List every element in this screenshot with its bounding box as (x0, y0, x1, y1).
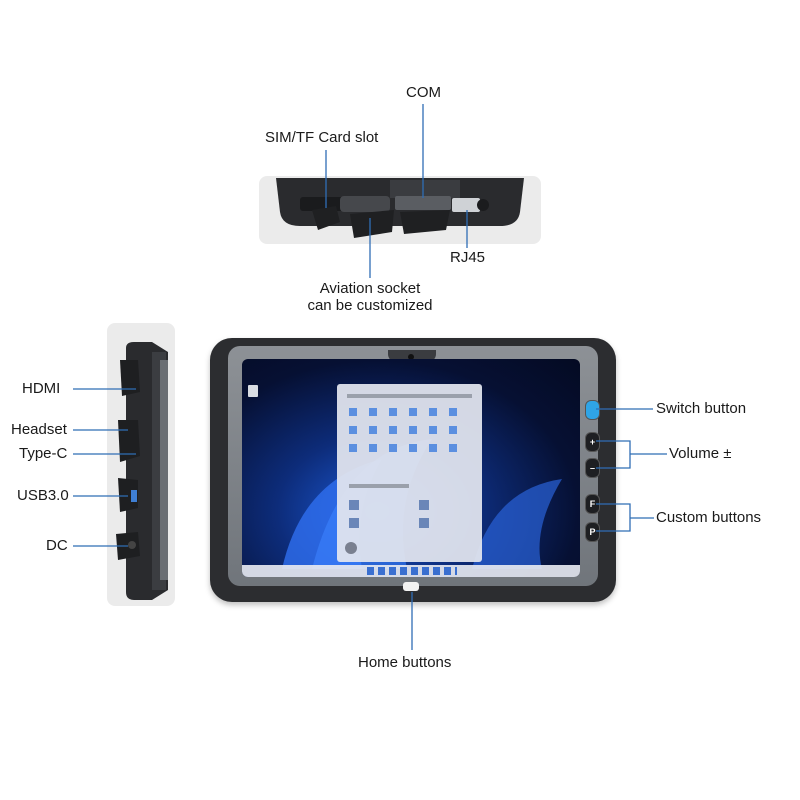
volume-down-button[interactable]: – (585, 458, 600, 478)
label-custom-buttons: Custom buttons (656, 509, 762, 526)
p-label: P (589, 527, 596, 537)
tablet-screen (242, 359, 580, 577)
taskbar (242, 565, 580, 577)
label-rj45: RJ45 (450, 249, 486, 266)
recycle-bin-icon (248, 385, 258, 397)
label-dc: DC (46, 537, 68, 554)
label-type-c: Type-C (19, 445, 68, 462)
volume-up-button[interactable]: + (585, 432, 600, 452)
label-headset: Headset (11, 421, 67, 438)
label-aviation-socket: Aviation socket can be customized (290, 280, 450, 314)
label-aviation-line2: can be customized (307, 297, 433, 314)
label-hdmi: HDMI (22, 380, 61, 397)
label-usb3: USB3.0 (17, 487, 69, 504)
label-aviation-line1: Aviation socket (319, 280, 421, 297)
label-com: COM (406, 84, 441, 101)
label-sim-slot: SIM/TF Card slot (265, 129, 379, 146)
start-menu (337, 384, 482, 562)
camera-icon (408, 354, 414, 360)
top-view-panel (259, 176, 541, 244)
plus-label: + (589, 437, 596, 447)
f-label: F (589, 499, 596, 509)
label-switch-button: Switch button (656, 400, 747, 417)
switch-button[interactable] (585, 400, 600, 420)
label-volume: Volume ± (669, 445, 732, 462)
custom-button-p[interactable]: P (585, 522, 600, 542)
side-view-panel (107, 323, 175, 606)
custom-button-f[interactable]: F (585, 494, 600, 514)
minus-label: – (589, 463, 595, 473)
home-button[interactable] (403, 582, 419, 591)
label-home-buttons: Home buttons (358, 654, 452, 671)
